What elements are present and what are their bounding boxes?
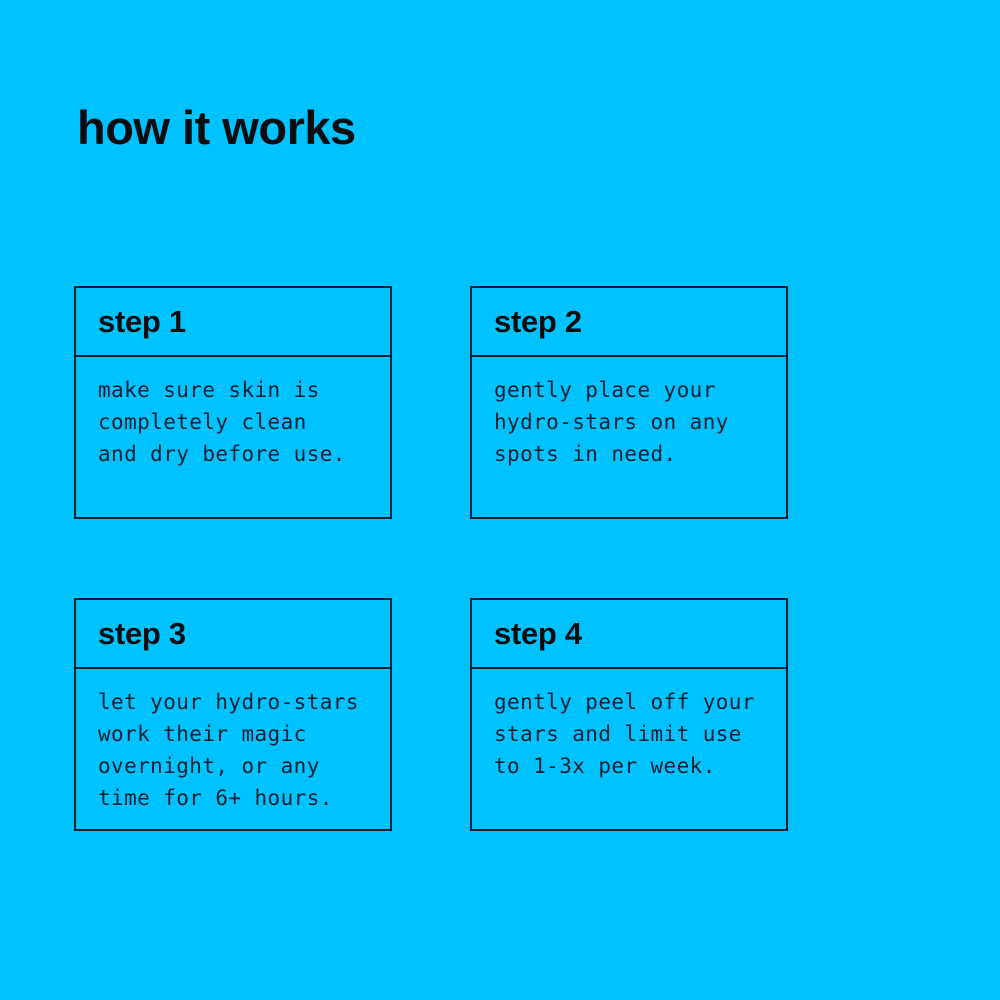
step-3-description: let your hydro-stars work their magic ov… <box>98 690 359 810</box>
step-card-2-header: step 2 <box>472 288 786 357</box>
step-4-label: step 4 <box>494 615 582 651</box>
step-3-label: step 3 <box>98 615 186 651</box>
step-card-4: step 4 gently peel off your stars and li… <box>470 598 788 831</box>
step-1-description: make sure skin is completely clean and d… <box>98 378 346 466</box>
step-card-3-header: step 3 <box>76 600 390 669</box>
step-card-2: step 2 gently place your hydro-stars on … <box>470 286 788 519</box>
step-2-label: step 2 <box>494 303 582 339</box>
step-card-1-header: step 1 <box>76 288 390 357</box>
step-4-description: gently peel off your stars and limit use… <box>494 690 755 778</box>
step-card-4-header: step 4 <box>472 600 786 669</box>
step-card-1: step 1 make sure skin is completely clea… <box>74 286 392 519</box>
page-title: how it works <box>77 101 356 154</box>
step-card-3: step 3 let your hydro-stars work their m… <box>74 598 392 831</box>
step-1-label: step 1 <box>98 303 186 339</box>
step-2-description: gently place your hydro-stars on any spo… <box>494 378 729 466</box>
